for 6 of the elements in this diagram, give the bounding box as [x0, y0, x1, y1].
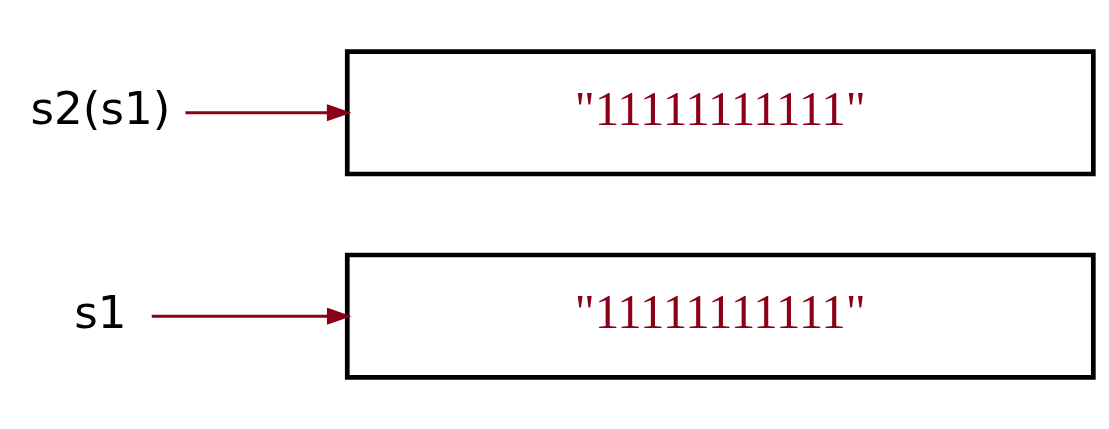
node-box: "11111111111"	[344, 49, 1096, 177]
node-box: "11111111111"	[344, 252, 1096, 380]
node-text: s2(s1)	[30, 82, 171, 136]
arrow	[185, 104, 352, 122]
node-text: s1	[74, 285, 127, 339]
arrow	[151, 307, 352, 325]
